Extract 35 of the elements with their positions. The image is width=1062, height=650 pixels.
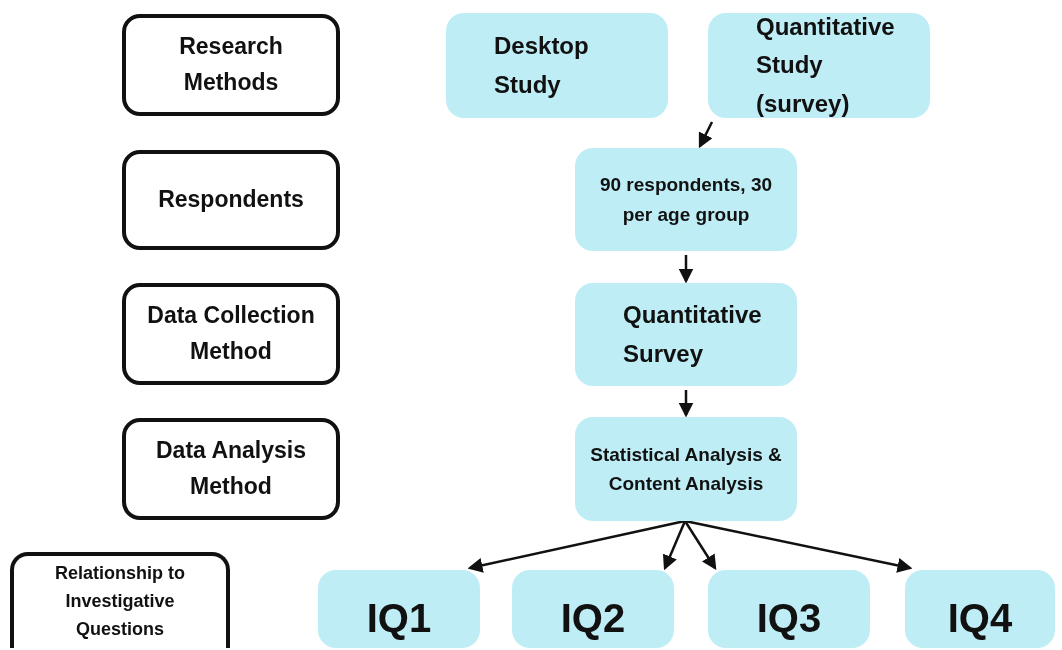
box-text: Quantitative Study (survey) — [756, 11, 896, 119]
arrow — [467, 519, 686, 573]
stage-label-box — [122, 14, 340, 116]
arrow — [663, 520, 687, 571]
arrow — [683, 520, 717, 571]
box-text: Research Methods — [178, 32, 284, 97]
box-text: Data Analysis Method — [155, 436, 307, 501]
box-text: 90 respondents, 30 per age group — [598, 173, 774, 227]
stage-label-box — [122, 283, 340, 385]
question-box — [708, 570, 870, 648]
box-text: Respondents — [158, 185, 304, 215]
box-text: Relationship to Investigative Questions — [54, 562, 186, 641]
process-box — [708, 13, 930, 118]
box-text: Statistical Analysis & Content Analysis — [589, 442, 783, 496]
arrow — [684, 519, 913, 573]
box-text: Quantitative Survey — [623, 300, 763, 369]
box-text: Data Collection Method — [146, 301, 316, 366]
arrow — [698, 121, 714, 149]
question-box — [512, 570, 674, 648]
process-box — [575, 148, 797, 251]
box-text: IQ1 — [366, 595, 432, 642]
question-box — [318, 570, 480, 648]
stage-label-box — [122, 150, 340, 250]
arrow — [678, 390, 694, 418]
box-text: IQ4 — [947, 595, 1013, 642]
arrow — [678, 255, 694, 284]
box-text: IQ2 — [560, 595, 626, 642]
stage-label-box — [10, 552, 230, 648]
question-box — [905, 570, 1055, 648]
process-box — [575, 283, 797, 386]
box-text: Desktop Study — [494, 31, 590, 100]
process-box — [575, 417, 797, 521]
stage-label-box — [122, 418, 340, 520]
box-text: IQ3 — [756, 595, 822, 642]
process-box — [446, 13, 668, 118]
